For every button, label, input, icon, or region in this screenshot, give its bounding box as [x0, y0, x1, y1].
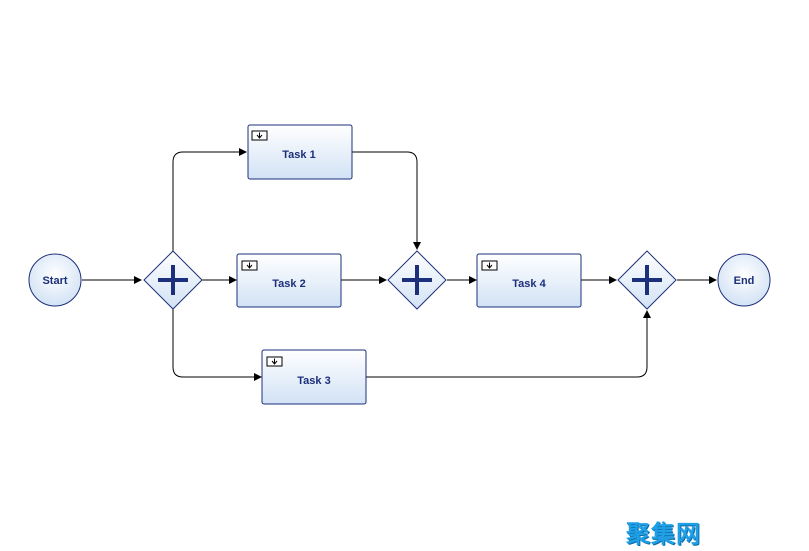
task-4[interactable]: Task 4: [476, 253, 582, 308]
task-1-label: Task 1: [282, 149, 315, 161]
task-1[interactable]: Task 1: [247, 124, 353, 180]
flow-task3-to-join2[interactable]: [366, 310, 651, 378]
plus-icon: [632, 265, 662, 295]
task-2-label: Task 2: [272, 278, 305, 290]
task-3-label: Task 3: [297, 375, 330, 387]
task-2[interactable]: Task 2: [236, 253, 342, 308]
flow-split-to-task3[interactable]: [172, 309, 262, 381]
start-event-label: Start: [42, 275, 67, 287]
start-event[interactable]: Start: [28, 253, 82, 307]
watermark-logo: 聚集网: [626, 520, 701, 548]
task-marker-icon: [266, 356, 283, 367]
connectors: [82, 148, 717, 381]
task-marker-icon: [251, 130, 268, 141]
task-3[interactable]: Task 3: [261, 349, 367, 405]
task-4-label: Task 4: [512, 278, 546, 290]
parallel-gateway-join-2[interactable]: [617, 250, 677, 310]
end-event-label: End: [734, 275, 755, 287]
task-marker-icon: [481, 260, 498, 271]
end-event[interactable]: End: [717, 253, 771, 307]
plus-icon: [158, 265, 188, 295]
task-marker-icon: [241, 260, 258, 271]
flow-task1-to-join1[interactable]: [352, 151, 421, 250]
parallel-gateway-split[interactable]: [143, 250, 203, 310]
parallel-gateway-join-1[interactable]: [387, 250, 447, 310]
plus-icon: [402, 265, 432, 295]
flow-split-to-task1[interactable]: [172, 148, 247, 251]
